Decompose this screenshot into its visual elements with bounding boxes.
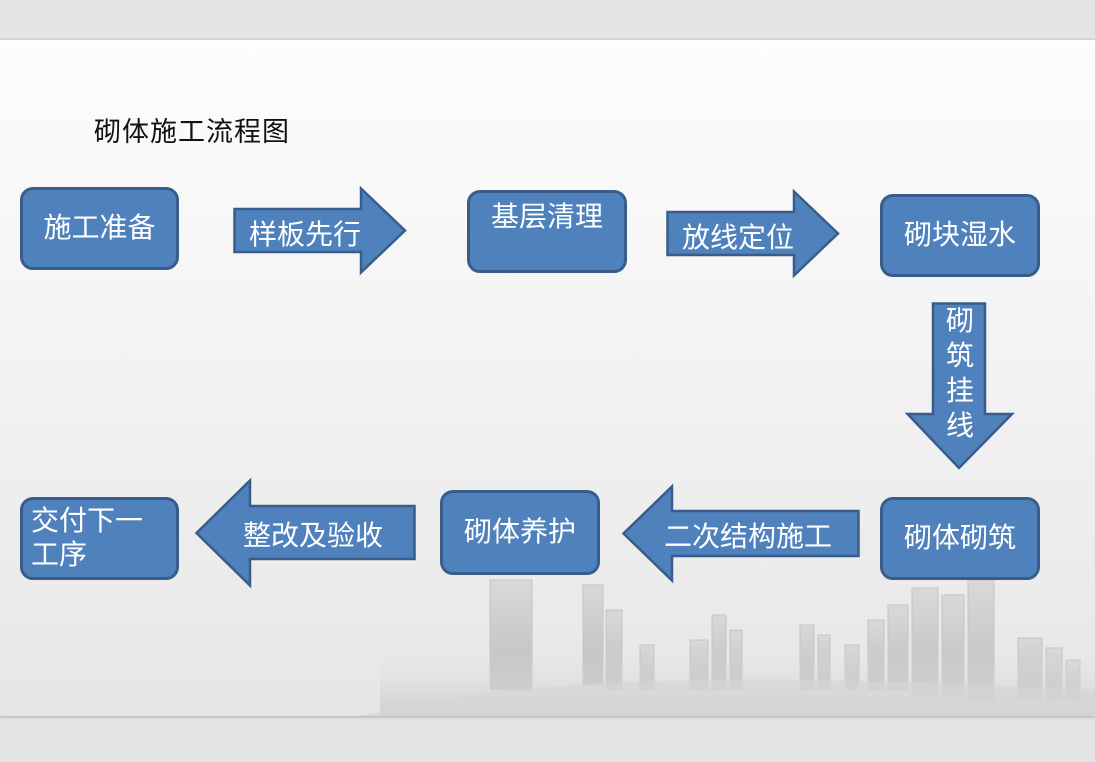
step-box-handover: 交付下一工序 (20, 497, 179, 580)
arrow-right-layout: 放线定位 (666, 188, 840, 279)
step-box-prep: 施工准备 (20, 187, 179, 270)
step-label: 砌体砌筑 (903, 521, 1016, 555)
step-label: 施工准备 (43, 211, 156, 245)
arrow-right-sample: 样板先行 (233, 185, 407, 276)
arrow-label: 整改及验收 (243, 519, 384, 552)
arrow-left-secondary: 二次结构施工 (621, 483, 860, 584)
step-label: 基层清理 (490, 200, 603, 233)
step-label: 砌块湿水 (903, 218, 1016, 252)
step-label: 砌体养护 (463, 515, 576, 549)
arrow-left-rectify: 整改及验收 (194, 477, 416, 589)
slide: 砌体施工流程图 施工准备 样板先行 基层清理 放线定位 砌块湿水 砌筑挂线 交付… (0, 40, 1095, 716)
arrow-right-shape (233, 185, 407, 276)
arrow-down-hang-line (904, 302, 1015, 470)
step-box-masonry: 砌体砌筑 (880, 497, 1040, 580)
arrow-label: 样板先行 (249, 218, 362, 251)
step-box-block-wet: 砌块湿水 (880, 194, 1040, 277)
arrow-right-shape (666, 188, 840, 279)
arrow-left-shape (621, 483, 860, 584)
arrow-label: 放线定位 (682, 221, 795, 254)
arrow-label-vertical: 砌筑挂线 (945, 304, 974, 442)
arrow-label: 二次结构施工 (664, 520, 833, 553)
arrow-down-shape (904, 302, 1015, 470)
step-box-base-clean: 基层清理 (467, 190, 627, 273)
city-skyline-image (360, 579, 1095, 716)
arrow-left-shape (194, 477, 416, 589)
page-title: 砌体施工流程图 (94, 117, 290, 148)
step-box-curing: 砌体养护 (440, 490, 600, 575)
step-label: 交付下一工序 (31, 504, 144, 571)
